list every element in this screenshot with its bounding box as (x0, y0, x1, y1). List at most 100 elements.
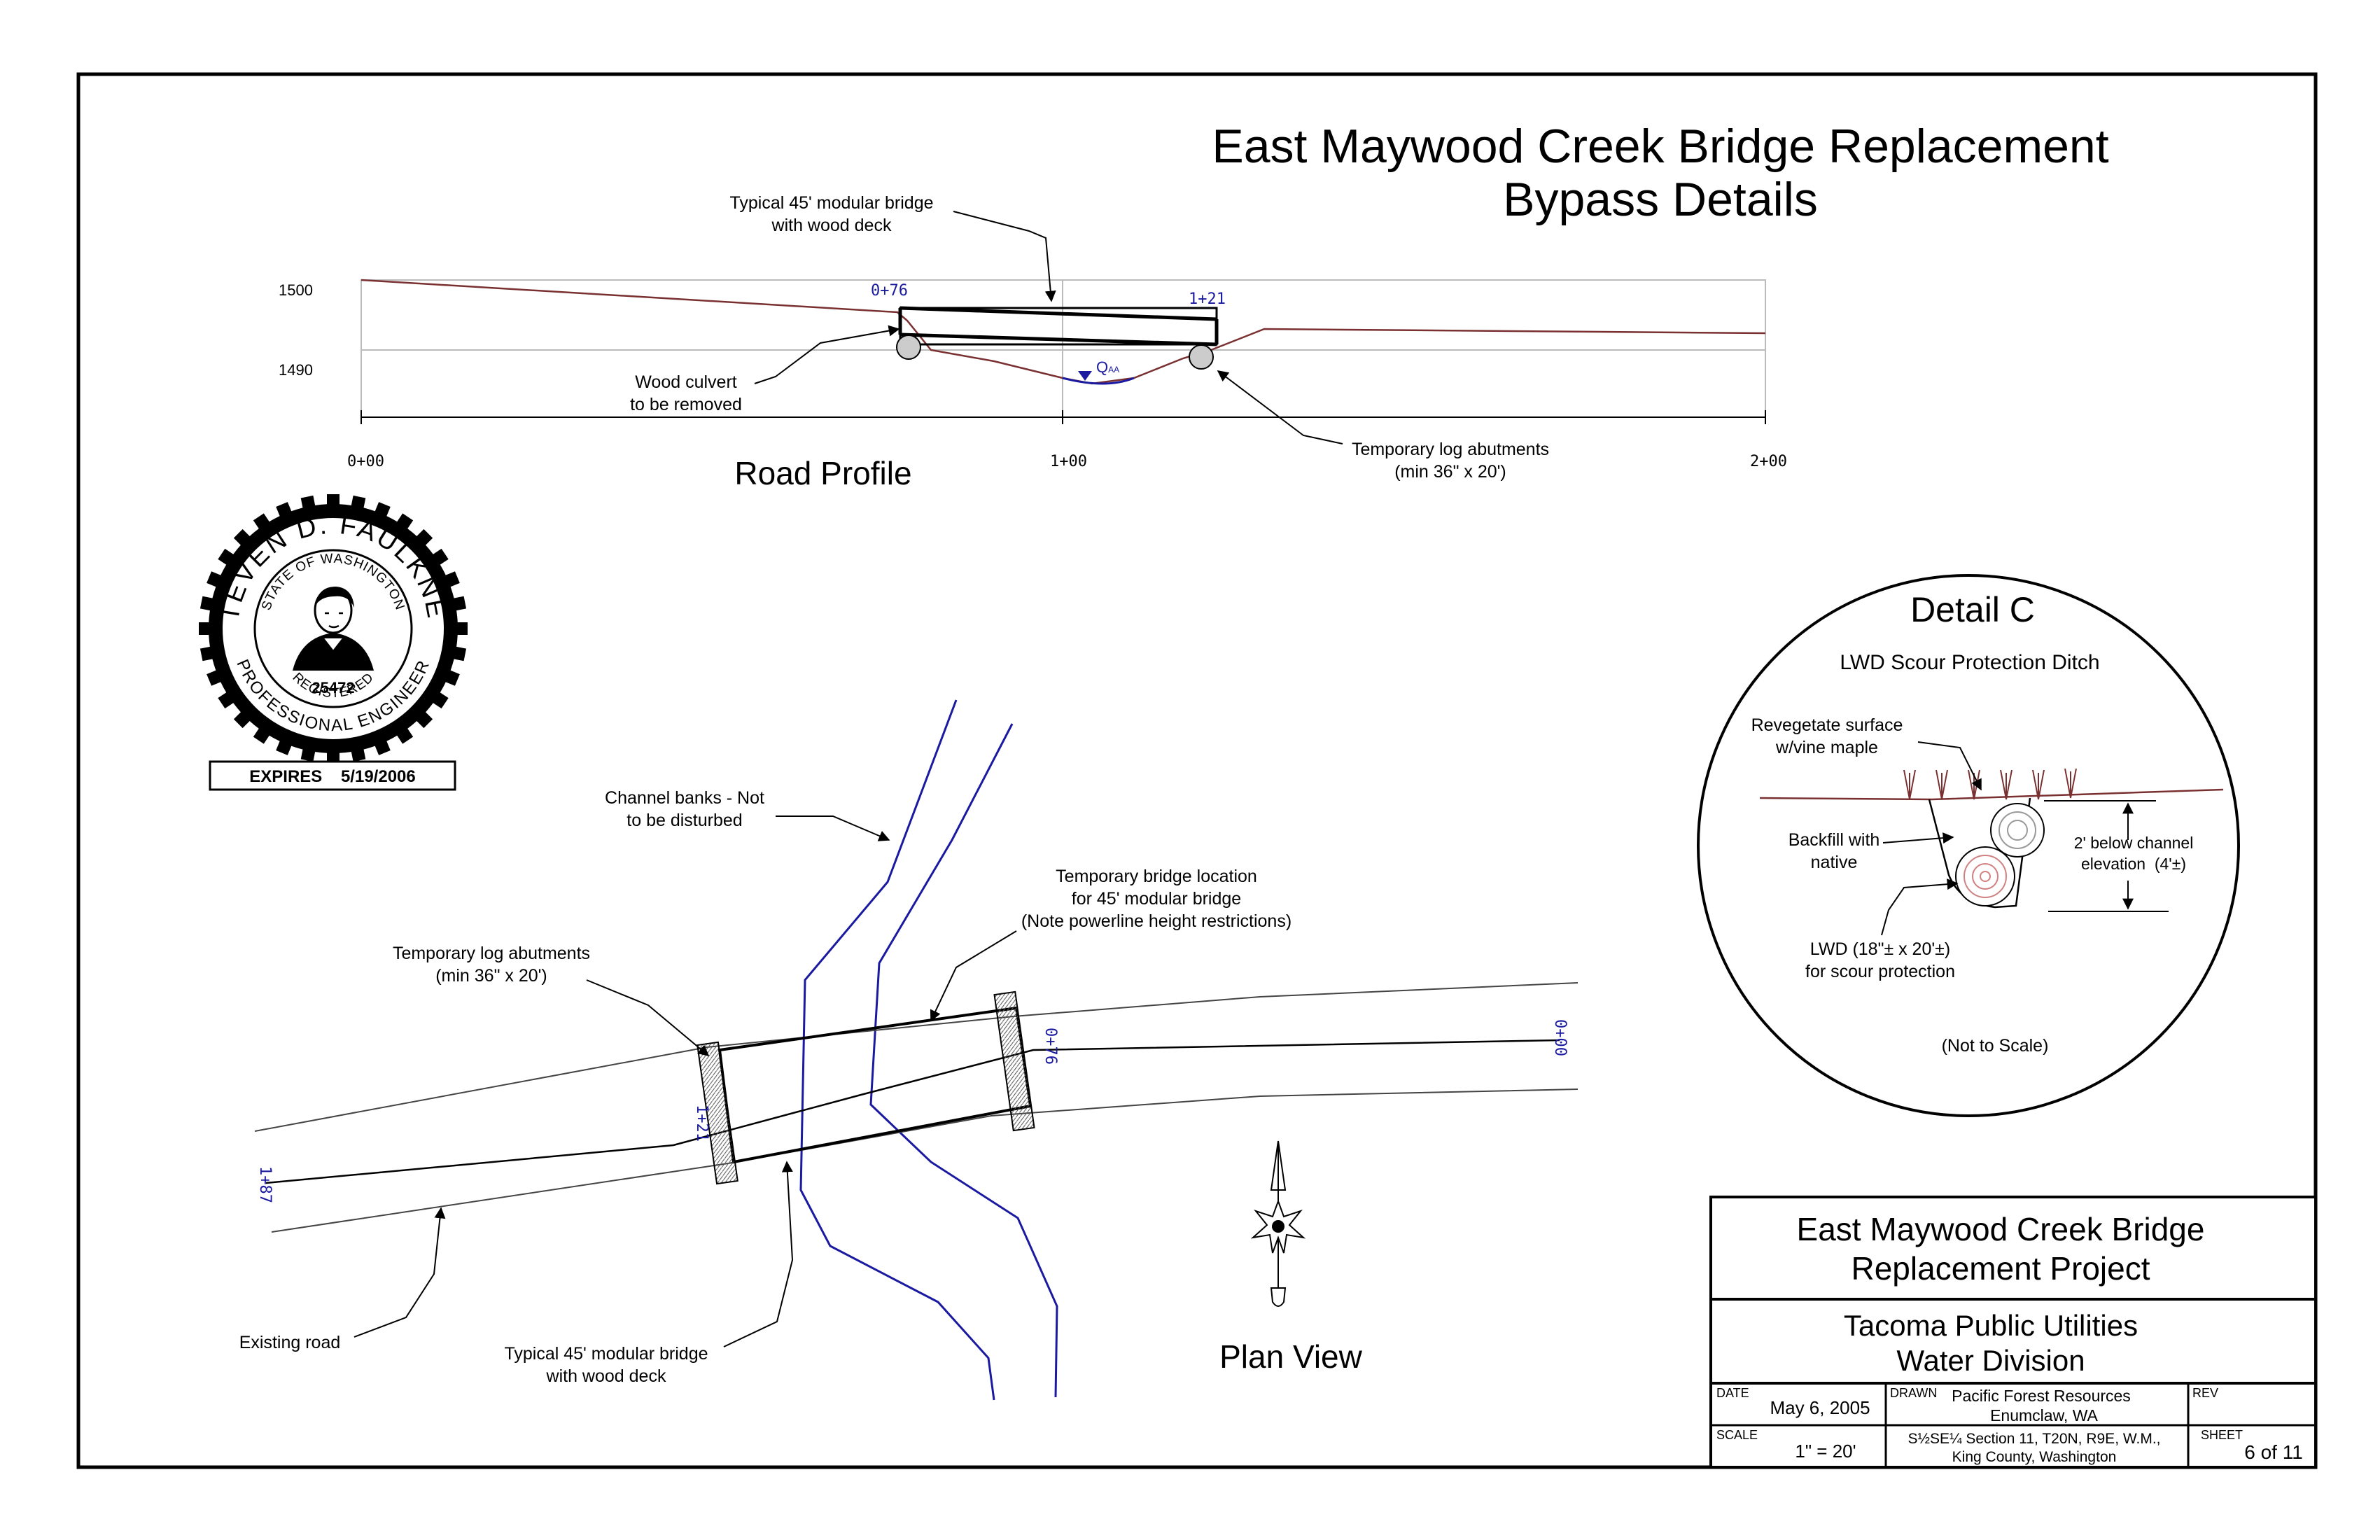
note-culvert-line2: to be removed (630, 395, 742, 414)
title-block-frame (1709, 1196, 2317, 1469)
seal-number: 25472 (312, 679, 354, 696)
sheet-value: 6 of 11 (2244, 1441, 2303, 1463)
seal-gear-tooth (427, 548, 449, 569)
sheet-border (76, 72, 2318, 1469)
note-revegetate-line2: w/vine maple (1775, 738, 1878, 757)
road-edge-north (254, 982, 1578, 1132)
leader-abutments (1217, 370, 1343, 444)
note-lwd-line2: for scour protection (1805, 962, 1955, 981)
seal-gear-tooth (206, 667, 227, 686)
engineer-seal: STEVEN D. FAULKNER PROFESSIONAL ENGINEER… (0, 0, 468, 763)
seal-gear-tooth (447, 596, 467, 612)
note-lwd-line1: LWD (18"± x 20'±) (1810, 939, 1950, 959)
creek-bank-right (869, 723, 1058, 1398)
seal-gear-tooth (372, 734, 391, 755)
lwd-log-upper (1990, 803, 2045, 858)
seal-gear-tooth (206, 571, 227, 590)
plan-view-label: Plan View (1219, 1338, 1363, 1375)
seal-gear-tooth (276, 734, 295, 755)
leader-plan-abutments (586, 979, 710, 1057)
seal-gear-tooth (349, 743, 366, 762)
seal-gear-tooth (327, 494, 340, 511)
leader-bridge (953, 211, 1056, 302)
note-plan-bridge-line1: Typical 45' modular bridge (504, 1344, 708, 1364)
seal-gear-tooth (218, 688, 239, 709)
elevation-1500-label: 1500 (279, 281, 313, 299)
note-backfill-line2: native (1811, 853, 1858, 872)
note-channel-line2: to be disturbed (626, 811, 742, 830)
leader-lwd (1881, 878, 1959, 936)
seal-expiry: EXPIRES 5/19/2006 (249, 767, 415, 786)
seal-gear-tooth (300, 743, 317, 762)
note-abutments-line1: Temporary log abutments (1352, 440, 1549, 459)
plan-station-000: 0+00 (1551, 1019, 1569, 1056)
drawn-value-line2: Enumclaw, WA (1990, 1406, 2098, 1424)
flow-label: QAA (1096, 358, 1119, 376)
vine-maple-plantings (1903, 768, 2077, 800)
note-plan-abutments-line1: Temporary log abutments (393, 944, 590, 963)
note-bridge-line2: with wood deck (771, 216, 892, 235)
note-temp-bridge-line2: for 45' modular bridge (1072, 889, 1241, 909)
seal-gear-tooth (300, 495, 317, 514)
leader-backfill (1882, 832, 1954, 844)
water-surface-marker (1078, 371, 1092, 381)
road-profile-label: Road Profile (734, 455, 911, 491)
seal-gear-tooth (451, 622, 468, 635)
detail-c-circle (1697, 574, 2240, 1117)
seal-gear-tooth (199, 622, 216, 635)
detail-c-subtitle: LWD Scour Protection Ditch (1840, 651, 2099, 674)
client-line1: Tacoma Public Utilities (1844, 1309, 2138, 1342)
seal-gear-tooth (276, 502, 295, 523)
seal-gear-tooth (439, 571, 460, 590)
station-2-label: 2+00 (1750, 453, 1787, 470)
road-profile: 1500 1490 0+00 1+00 2+00 QAA 0+76 1+21 T… (279, 193, 1787, 491)
location-line1: S½SE¼ Section 11, T20N, R9E, W.M., (1907, 1431, 2160, 1447)
plan-station-187: 1+87 (256, 1166, 274, 1203)
note-depth-line2: elevation (4'±) (2081, 855, 2186, 873)
location-line2: King County, Washington (1952, 1449, 2117, 1465)
profile-bridge-deck-top (899, 306, 1217, 321)
station-0-label: 0+00 (347, 453, 384, 470)
profile-bridge-deck-bottom (899, 332, 1217, 346)
note-backfill-line1: Backfill with (1788, 830, 1880, 850)
client-line2: Water Division (1896, 1344, 2085, 1377)
seal-gear-tooth (200, 645, 219, 662)
station-1-label: 1+00 (1050, 453, 1087, 470)
plan-view: 0+00 0+76 1+21 1+87 Channel banks - Not … (239, 699, 1578, 1401)
washington-portrait (293, 587, 374, 671)
seal-gear-tooth (393, 513, 414, 535)
note-temp-bridge-line1: Temporary bridge location (1056, 867, 1257, 886)
seal-name: STEVEN D. FAULKNER (0, 0, 451, 623)
leader-culvert (754, 325, 900, 384)
bridge-station-left: 0+76 (871, 282, 908, 300)
seal-gear-tooth (412, 528, 433, 550)
seal-inner-ring (253, 549, 413, 708)
note-culvert-line1: Wood culvert (635, 372, 736, 392)
note-bridge-line1: Typical 45' modular bridge (729, 193, 933, 213)
leader-existing-road (354, 1207, 446, 1338)
road-edge-south (271, 1088, 1578, 1233)
seal-gear-tooth (372, 502, 391, 523)
seal-gear-tooth (200, 596, 219, 612)
drawing-subtitle: Bypass Details (1503, 173, 1818, 226)
sheet-label: SHEET (2201, 1428, 2243, 1442)
bridge-station-right: 1+21 (1189, 290, 1226, 308)
note-revegetate-line1: Revegetate surface (1751, 715, 1903, 735)
note-temp-bridge-line3: (Note powerline height restrictions) (1021, 911, 1292, 931)
note-existing-road: Existing road (239, 1333, 341, 1352)
scale-value: 1" = 20' (1795, 1441, 1856, 1462)
elevation-1490-label: 1490 (279, 361, 313, 379)
detail-c-title: Detail C (1910, 590, 2035, 629)
abutment-log-left (896, 335, 921, 360)
detail-c-scale-note: (Not to Scale) (1942, 1036, 2049, 1056)
project-name-line2: Replacement Project (1851, 1250, 2150, 1287)
drawing-title: East Maywood Creek Bridge Replacement (1212, 120, 2108, 173)
road-centerline (265, 1039, 1560, 1184)
seal-gear-tooth (233, 528, 255, 550)
plan-station-076: 0+76 (1042, 1028, 1059, 1065)
lwd-log-lower (1955, 846, 2015, 906)
leader-plan-bridge (723, 1161, 794, 1348)
note-plan-abutments-line2: (min 36" x 20') (435, 966, 547, 986)
title-block: East Maywood Creek Bridge Replacement Pr… (1709, 1196, 2317, 1469)
seal-gear-tooth (233, 707, 255, 729)
